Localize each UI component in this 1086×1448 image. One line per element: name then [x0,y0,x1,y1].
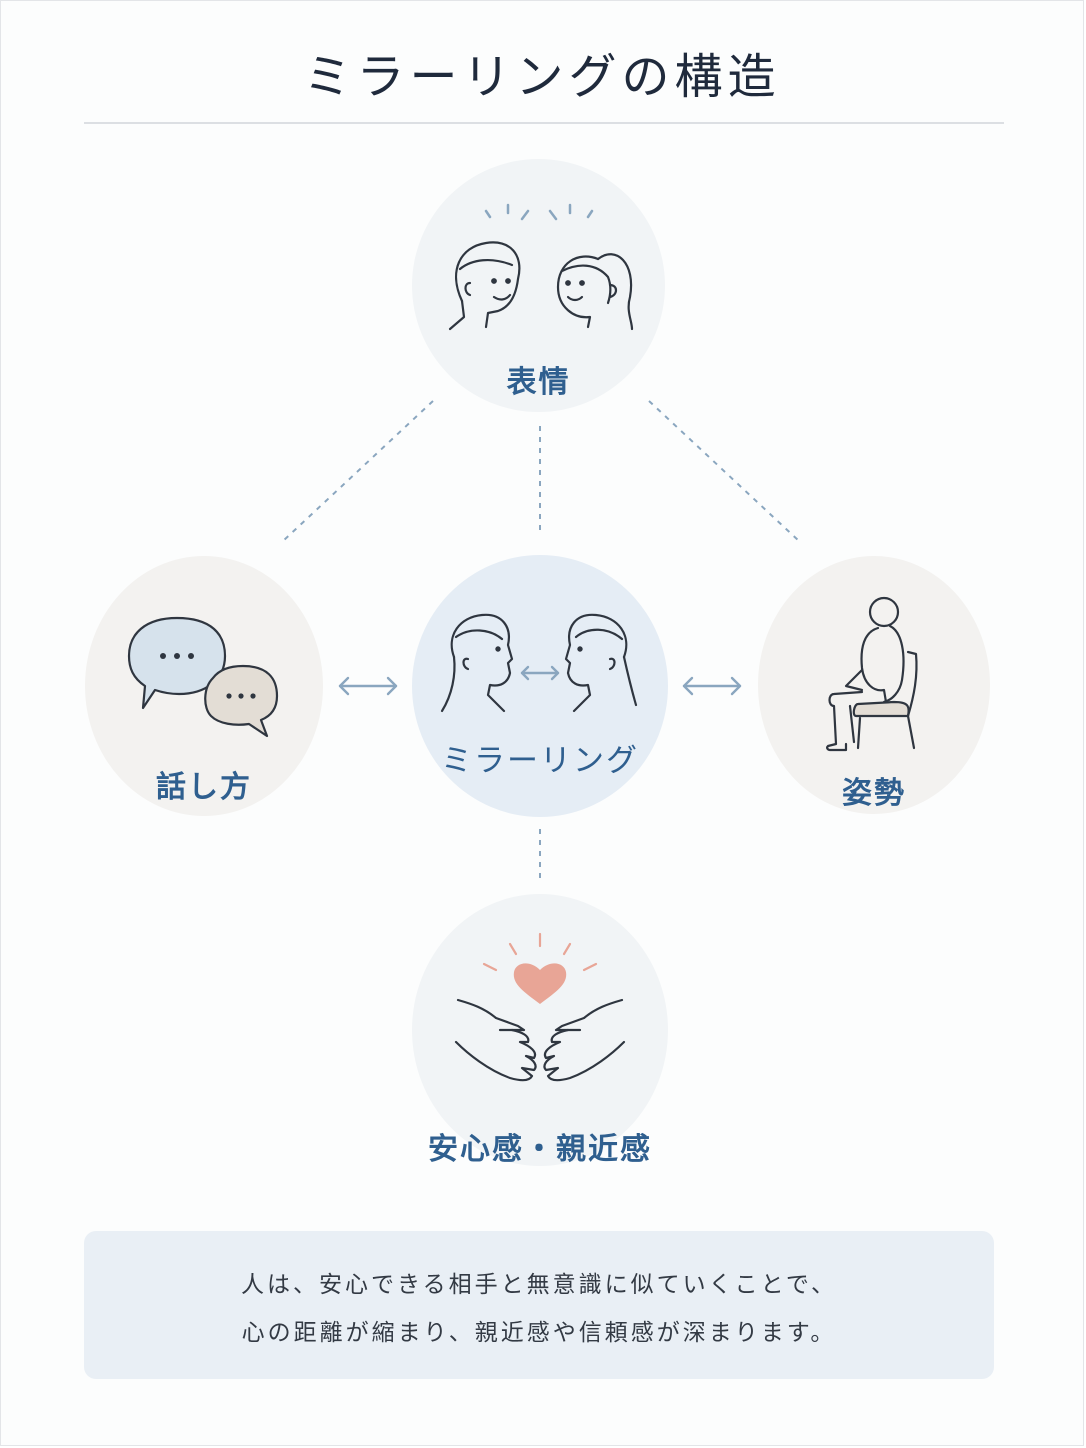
node-label-security: 安心感・親近感 [428,1132,652,1167]
connector-lines [282,400,800,881]
node-label-speech: 話し方 [156,770,252,805]
two-faces-icon [448,203,634,331]
mirroring-faces-icon [440,613,638,713]
note-line-1: 人は、安心できる相手と無意識に似ていくことで、 [241,1272,837,1298]
node-label-mirroring: ミラーリング [441,743,639,779]
node-mirroring: ミラーリング [412,555,668,817]
heart-icon [513,963,567,1004]
note-line-2: 心の距離が縮まり、親近感や信頼感が深まります。 [241,1320,837,1346]
seated-person-icon [826,596,918,752]
title-divider [84,122,1004,124]
hands-heart-icon [454,932,626,1082]
node-label-posture: 姿勢 [842,776,906,811]
connector-top-right [648,400,800,542]
explanation-note: 人は、安心できる相手と無意識に似ていくことで、 心の距離が縮まり、親近感や信頼感… [84,1231,994,1379]
node-posture: 姿勢 [758,556,990,814]
page-title: ミラーリングの構造 [303,49,781,105]
node-expression: 表情 [412,159,665,412]
connector-top-left [282,400,434,542]
speech-bubbles-icon [127,616,279,738]
node-security: 安心感・親近感 [412,894,668,1167]
node-label-expression: 表情 [506,365,571,400]
arrow-left-double-icon [338,676,398,696]
arrow-right-double-icon [682,676,742,696]
node-speech: 話し方 [85,556,323,816]
